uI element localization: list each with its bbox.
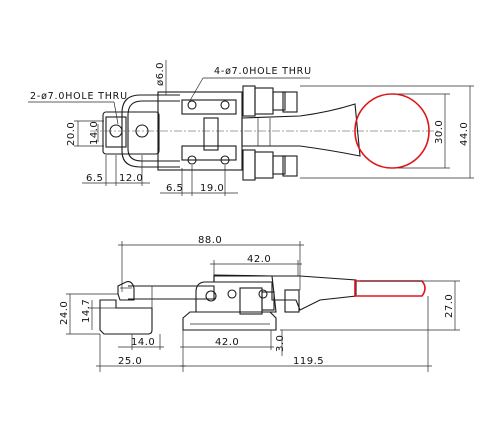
base-left: [99, 299, 153, 335]
nut-side-3: [284, 289, 300, 313]
hole-a: [187, 100, 197, 110]
base-plate-top: [102, 111, 160, 155]
dim-w6-5b: 6.5: [166, 183, 183, 194]
dim-h14-7: 14.7: [81, 299, 92, 323]
nut-top-4: [282, 91, 298, 113]
top-view: [90, 85, 440, 181]
nut-side-1: [239, 287, 263, 315]
hole-c: [187, 155, 197, 165]
handle-side: [213, 275, 357, 311]
dim-h20: 20.0: [66, 122, 77, 146]
nut-top-2: [254, 87, 274, 115]
dim-h27: 27.0: [444, 294, 455, 318]
dim-d6: ø6.0: [155, 62, 166, 86]
nut-top-1: [242, 85, 256, 117]
dim-w14: 14.0: [131, 337, 155, 348]
u-latch: [121, 94, 180, 168]
side-view: [99, 274, 426, 335]
note-hole-left: 2-ø7.0HOLE THRU: [30, 91, 128, 102]
handle-shaft-top: [241, 103, 361, 157]
nut-side-2: [261, 291, 275, 311]
nut-bot-4: [282, 155, 298, 177]
dim-w6-5a: 6.5: [86, 173, 103, 184]
hook: [117, 281, 135, 301]
base-slot: [105, 116, 127, 148]
dim-w42-top: 42.0: [247, 254, 271, 265]
pivot-1: [205, 290, 217, 302]
hole-d: [220, 155, 230, 165]
pivot-2: [227, 289, 237, 299]
handle-grip-side: [354, 280, 426, 297]
nut-top-3: [272, 91, 286, 111]
side-view-dimensions: 88.0 42.0 24.0 14.7 14.0 42.0 3.0 25.0: [59, 235, 460, 372]
hole-b: [220, 100, 230, 110]
dim-w12: 12.0: [119, 173, 143, 184]
dim-w42-bottom: 42.0: [215, 337, 239, 348]
pivot-3: [258, 289, 268, 299]
base-right: [182, 311, 277, 331]
dim-w119-5: 119.5: [293, 356, 324, 367]
dim-h30: 30.0: [434, 120, 445, 144]
nut-bot-3: [272, 155, 286, 175]
dim-h3: 3.0: [275, 335, 286, 352]
note-hole-top: 4-ø7.0HOLE THRU: [214, 66, 312, 77]
dim-w25: 25.0: [118, 356, 142, 367]
slider-block: [203, 117, 219, 151]
top-view-dimensions: ø6.0 4-ø7.0HOLE THRU 2-ø7.0HOLE THRU 20.…: [28, 60, 474, 196]
dim-h24: 24.0: [59, 301, 70, 325]
body-side: [195, 274, 277, 313]
upper-plate: [181, 99, 237, 115]
dim-w88: 88.0: [198, 235, 222, 246]
lower-plate: [181, 145, 237, 161]
nut-bot-2: [254, 151, 274, 179]
dim-w19: 19.0: [200, 183, 224, 194]
u-latch-inner: [127, 100, 180, 162]
dim-h44: 44.0: [459, 122, 470, 146]
nut-bot-1: [242, 149, 256, 181]
u-bar-side: [128, 285, 215, 300]
dim-h14: 14.0: [89, 121, 100, 145]
